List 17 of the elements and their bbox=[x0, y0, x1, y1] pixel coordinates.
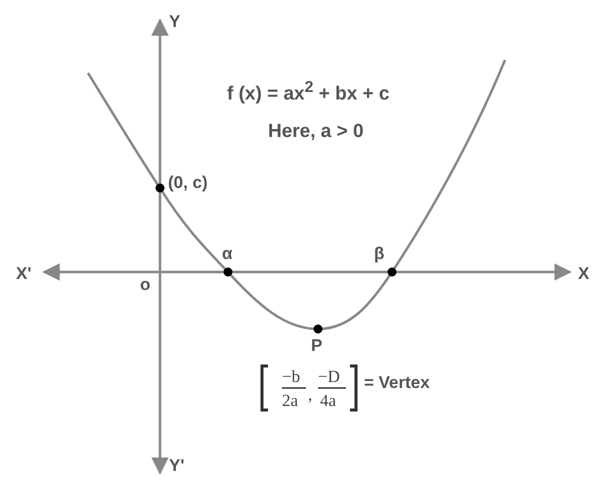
equation: f (x) = ax$^{2}$ + bx + c bbox=[227, 80, 390, 104]
note: Here, a > 0 bbox=[268, 122, 364, 141]
fraction-denominator: 2a bbox=[282, 392, 298, 409]
fraction-numerator: −D bbox=[318, 368, 340, 385]
axis-label: Y' bbox=[169, 457, 184, 474]
axis-label: X' bbox=[16, 265, 32, 282]
origin-label: o bbox=[140, 276, 150, 293]
fraction-denominator: 4a bbox=[320, 392, 336, 409]
punctuation: , bbox=[308, 386, 312, 403]
axis-label: Y bbox=[169, 13, 180, 30]
point-label: α bbox=[222, 245, 232, 262]
point-label: (0, c) bbox=[168, 174, 208, 191]
fraction-numerator: −b bbox=[282, 368, 300, 385]
equation: = Vertex bbox=[364, 374, 430, 391]
point-label: β bbox=[374, 245, 384, 262]
axis-label: X bbox=[578, 265, 590, 282]
point-label: P bbox=[311, 337, 322, 354]
